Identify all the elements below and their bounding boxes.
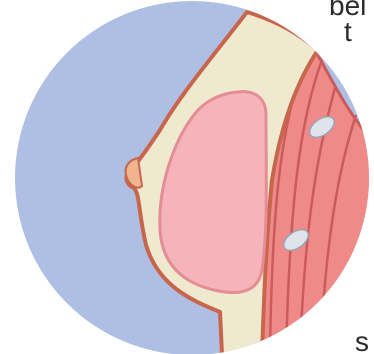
cropped-label-3: s (355, 328, 369, 354)
cropped-label-2: t (344, 18, 352, 46)
